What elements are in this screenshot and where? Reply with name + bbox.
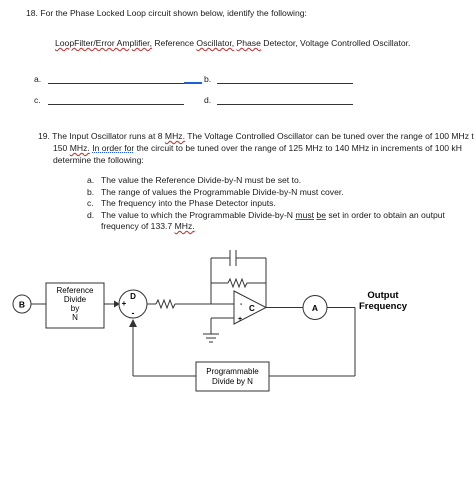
text-cursor-mark (184, 82, 202, 84)
q19-mhz-3: MHz. (174, 221, 195, 231)
opamp-minus-label: - (240, 301, 243, 308)
option-oscillator: Oscillator, (196, 38, 235, 48)
q19-be: be (316, 210, 326, 220)
blank-c-line[interactable] (48, 104, 184, 105)
q19-item-a-label: a. (87, 175, 95, 185)
ref-divider-line-4: N (72, 313, 78, 322)
blank-a-label: a. (34, 74, 42, 84)
q19-must: must (295, 210, 315, 220)
prog-divider-line-1: Programmable (206, 367, 259, 376)
input-resistor (155, 298, 176, 310)
ref-divider-line-3: by (71, 304, 79, 313)
blank-c-label: c. (34, 95, 41, 105)
node-d (118, 289, 148, 319)
feedback-resistor (227, 277, 248, 289)
ref-divider-box (45, 282, 105, 329)
ref-divider-line-1: Reference (57, 286, 94, 295)
q19-line-1: 19. The Input Oscillator runs at 8 MHz. … (38, 131, 474, 141)
q19-line-2: 150 MHz. In order for the circuit to be … (53, 143, 462, 153)
q19-mhz-1: MHz. (164, 131, 185, 141)
pd-minus-label: - (132, 308, 135, 318)
node-a (302, 295, 328, 320)
node-b-label: B (19, 300, 25, 310)
q19-item-c-text: The frequency into the Phase Detector in… (101, 198, 276, 208)
q19-line-3: determine the following: (53, 155, 144, 165)
q19-item-d-label: d. (87, 210, 95, 220)
output-label-1: Output (367, 290, 399, 301)
option-reference: Reference (154, 38, 194, 48)
blank-d-line[interactable] (217, 104, 353, 105)
option-rest: Detector, Voltage Controlled Oscillator. (263, 38, 411, 48)
option-loop-filter: LoopFilter/Error Amplifier, (55, 38, 152, 48)
q19-in-order-for: In order for (92, 143, 135, 153)
node-a-label: A (312, 303, 318, 313)
q19-item-a-text: The value the Reference Divide-by-N must… (101, 175, 302, 185)
node-c-label: C (249, 304, 255, 313)
q18-heading: 18. For the Phase Locked Loop circuit sh… (26, 8, 307, 18)
blank-b-line[interactable] (217, 83, 353, 84)
opamp-triangle (233, 290, 268, 325)
option-phase: Phase (236, 38, 261, 48)
q18-options: LoopFilter/Error Amplifier, Reference Os… (55, 38, 410, 48)
q19-item-c-label: c. (87, 198, 94, 208)
arrow-right-icon (114, 300, 120, 308)
q19-item-d-text-2: frequency of 133.7 MHz. (101, 221, 195, 231)
q19-item-d-text: The value to which the Programmable Divi… (101, 210, 445, 220)
arrow-up-icon (129, 319, 137, 327)
prog-divider-box (195, 361, 270, 392)
output-label-2: Frequency (359, 301, 408, 312)
blank-d-label: d. (204, 95, 212, 105)
q19-item-b-text: The range of values the Programmable Div… (101, 187, 344, 197)
ref-divider-line-2: Divide (64, 295, 87, 304)
prog-divider-line-2: Divide by N (212, 377, 253, 386)
pd-plus-label: + (122, 299, 127, 308)
blank-a-line[interactable] (48, 83, 184, 84)
blank-b-label: b. (204, 74, 212, 84)
q19-mhz-2: MHz. (69, 143, 90, 153)
q19-item-b-label: b. (87, 187, 95, 197)
opamp-plus-label: + (238, 316, 242, 323)
node-b (12, 294, 32, 314)
node-d-label: D (130, 292, 136, 301)
